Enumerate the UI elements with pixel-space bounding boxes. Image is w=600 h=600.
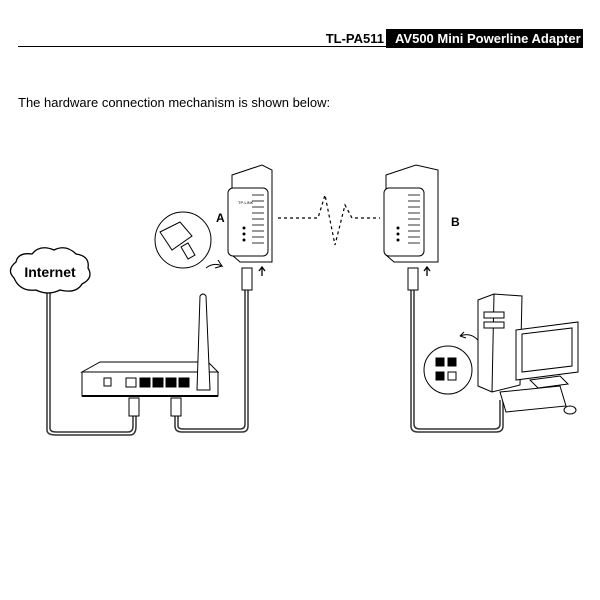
intro-text: The hardware connection mechanism is sho… (18, 95, 331, 110)
powerline-link (278, 194, 380, 246)
plug-internet (128, 397, 140, 417)
adapter-a-label: A (216, 211, 225, 225)
ethernet-plugs (128, 267, 419, 417)
adapter-b-label: B (451, 215, 460, 229)
internet-label: Internet (24, 264, 76, 280)
magnifier-detail-icon (154, 211, 224, 269)
powerline-adapter-b (383, 164, 439, 263)
arrow-up-icon (423, 265, 431, 276)
curved-arrow-icon (459, 331, 479, 341)
internet-cloud-icon: Internet (9, 247, 91, 294)
cables (46, 290, 504, 436)
header-rule (18, 46, 386, 47)
router-icon (80, 293, 220, 397)
curved-arrow-icon (205, 259, 224, 269)
brand-a: TP-LINK (238, 200, 254, 205)
antenna (196, 293, 211, 391)
plug-router-lan (170, 397, 182, 417)
model-number: TL-PA511 (325, 31, 384, 46)
plug-adapter-b (407, 267, 419, 291)
powerline-adapter-a: TP-LINK (227, 164, 273, 263)
arrow-up-icon (258, 265, 266, 276)
plug-adapter-a (241, 267, 253, 291)
product-title: AV500 Mini Powerline Adapter (386, 29, 583, 48)
computer-icon (423, 293, 579, 415)
